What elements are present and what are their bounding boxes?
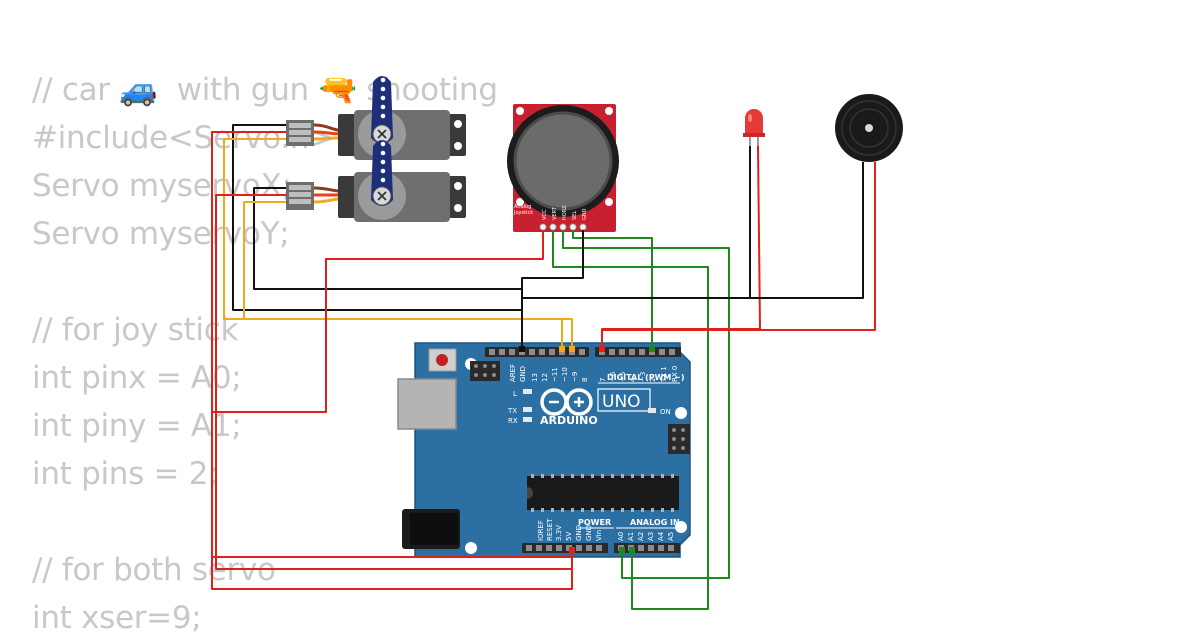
wire-orange — [223, 138, 573, 349]
pin-label-13: 13 — [531, 373, 539, 382]
pin-label-8: 8 — [581, 378, 589, 382]
mounting-hole — [675, 521, 687, 533]
wire-black — [521, 230, 584, 349]
status-led-icon — [523, 417, 532, 422]
icsp-header-icon — [470, 361, 500, 381]
pin-label-12: 12 — [541, 373, 549, 382]
uno-label: UNO — [602, 392, 641, 412]
rx-label: RX — [508, 417, 518, 425]
icsp-header-icon — [668, 424, 690, 454]
pin-label-gnd-2: GND — [585, 525, 593, 541]
code-line: Servo myservoY; — [32, 216, 290, 252]
wire-green — [572, 230, 653, 349]
arduino-uno-board[interactable]: AREF GND 13 12 ~11 ~10 ~9 8 7 ~6 ~5 4 ~3… — [397, 342, 691, 558]
joystick-pin-label: HORZ — [562, 205, 568, 220]
wire-green — [562, 230, 730, 579]
buzzer-icon[interactable] — [835, 94, 903, 162]
pin-label-a4: A4 — [657, 531, 665, 541]
wire-red — [211, 230, 573, 558]
pin-label-5v: 5V — [565, 532, 573, 541]
wire-red — [602, 162, 876, 331]
pin-label-gnd-1: GND — [575, 525, 583, 541]
wire-red — [215, 194, 573, 570]
wire-green — [552, 230, 709, 610]
analog-joystick[interactable]: Analog Joystick VCC VERT HORZ SEL GND — [507, 104, 619, 232]
pin-label-gnd: GND — [519, 366, 527, 382]
pin-label-5: ~5 — [619, 372, 627, 382]
pin-label-rx: RX 0 — [671, 366, 679, 382]
arduino-wordmark: ARDUINO — [540, 414, 598, 427]
pin-label-a1: A1 — [627, 532, 635, 541]
led-l-label: L — [513, 390, 517, 398]
power-header — [522, 543, 608, 553]
pin-label-3v3: 3.3V — [555, 525, 563, 541]
pin-label-aref: AREF — [509, 364, 517, 382]
joystick-label-1: Analog — [514, 204, 531, 210]
pin-label-reset: RESET — [546, 518, 554, 541]
wire-red — [211, 131, 573, 590]
wire-orange — [243, 201, 563, 349]
pin-label-a2: A2 — [637, 532, 645, 541]
uno-box — [597, 388, 651, 412]
power-label: POWER — [578, 518, 611, 527]
red-led-icon[interactable] — [743, 109, 765, 146]
pin-label-9: ~9 — [571, 372, 579, 382]
pin-label-a5: A5 — [667, 532, 675, 541]
pin-label-6: ~6 — [609, 371, 617, 382]
mounting-hole — [465, 542, 477, 554]
pin-label-7: 7 — [599, 378, 607, 382]
pin-label-a3: A3 — [647, 532, 655, 541]
pin-label-11: ~11 — [551, 367, 559, 382]
pin-label-vin: Vin — [595, 530, 603, 541]
joystick-label-2: Joystick — [513, 210, 533, 216]
atmega-chip-icon — [527, 474, 679, 512]
analog-label: ANALOG IN — [630, 518, 680, 527]
pin-label-10: ~10 — [561, 367, 569, 382]
pin-label-3: ~3 — [639, 372, 647, 382]
joystick-pin-label: GND — [582, 208, 588, 220]
wires — [211, 124, 876, 610]
digital-label: DIGITAL (PWM ~) — [607, 373, 685, 382]
pin-label-a0: A0 — [617, 532, 625, 541]
pin-label-ioref: IOREF — [537, 520, 545, 541]
usb-port-icon — [397, 378, 457, 430]
wire-black — [745, 162, 864, 299]
pin-label-4: 4 — [629, 377, 637, 382]
wire-endpoints — [519, 346, 655, 553]
joystick-knob-icon[interactable] — [513, 111, 613, 211]
joystick-pin-label: VERT — [552, 206, 558, 220]
arduino-logo-icon — [540, 388, 593, 416]
pin-label-2: 2 — [649, 378, 657, 382]
servo-y[interactable] — [286, 140, 466, 222]
on-label: ON — [660, 408, 671, 416]
mounting-hole — [675, 407, 687, 419]
joystick-pin-label: VCC — [542, 209, 548, 220]
code-line: Servo myservoX; — [32, 168, 292, 204]
status-led-icon — [648, 408, 656, 413]
joystick-pin-label: SEL — [572, 211, 578, 220]
pin-label-tx: TX 1 — [660, 366, 668, 383]
tx-label: TX — [507, 407, 517, 415]
status-led-icon — [523, 407, 532, 412]
digital-header-right — [595, 347, 681, 357]
status-led-icon — [523, 389, 532, 394]
code-line: int pins = 2; — [32, 456, 219, 492]
